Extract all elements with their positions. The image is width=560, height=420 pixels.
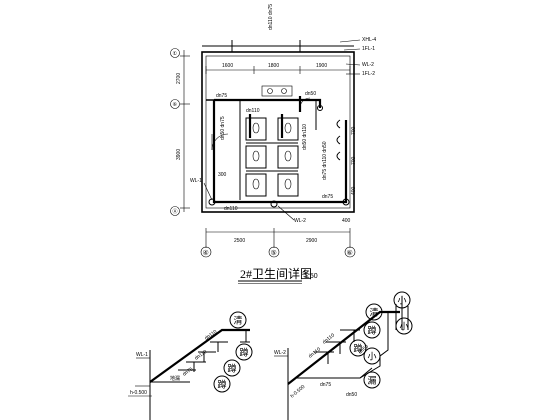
svg-text:dn75: dn75 [320, 382, 331, 388]
fixture-label: 小 [398, 296, 407, 307]
fixture-label: 清 [370, 307, 379, 319]
dim-top-1: 1600 [222, 63, 233, 69]
svg-text:dn110: dn110 [308, 346, 323, 359]
dim-bottom-1: 2500 [234, 238, 245, 244]
fixture-label: 小 [368, 352, 377, 363]
floor-drain-note: 地漏 [170, 375, 180, 382]
axis-label-left: ① [173, 51, 178, 57]
floor-plan: 1600 1800 1900 [190, 4, 357, 224]
svg-text:dn110: dn110 [322, 332, 337, 345]
svg-text:dn50: dn50 [357, 344, 370, 356]
dim-top-3: 1900 [316, 63, 327, 69]
svg-text:dn75: dn75 [182, 366, 195, 377]
dim-inner: 400 [351, 186, 357, 195]
fixture-label: 蹲 [368, 325, 377, 337]
svg-text:dn50 dn110: dn50 dn110 [302, 124, 308, 150]
fixture-label: 蹲 [240, 347, 249, 359]
bottom-dimensions: 2500 2900 ④ ⑤ ⑥ [200, 228, 356, 258]
pipe-tag: 1FL-2 [362, 71, 375, 77]
axis-label-bottom: ⑤ [271, 249, 277, 257]
fixture-label: 清 [234, 315, 243, 327]
svg-text:dn110: dn110 [204, 329, 219, 342]
dim-left-2: 3900 [176, 149, 182, 160]
pipe-size-label: dn50 [305, 91, 316, 97]
axis-label-bottom: ⑥ [347, 249, 353, 257]
pipe-size-label: dn75 [216, 93, 227, 99]
axis-label-left: Ⓐ [173, 208, 178, 215]
fixture-label: 蹲 [354, 343, 363, 355]
pipe-tag: 1FL-1 [362, 46, 375, 52]
outer-wall [201, 51, 355, 213]
fixture-label: 蹲 [228, 363, 237, 375]
axis-label-left: ⑥ [173, 102, 178, 108]
iso-diagram-wl1: WL-1 h-0.500 地漏 dn110 dn110 dn75 清 蹲 蹲 蹲 [128, 311, 253, 420]
pipe-label-wl2: WL-2 [294, 218, 306, 224]
riser-label-wl1: WL-1 [136, 352, 148, 358]
svg-text:dn50: dn50 [346, 392, 357, 398]
dim-inner: 400 [342, 218, 351, 224]
dim-bottom-2: 2900 [306, 238, 317, 244]
svg-text:h-0.500: h-0.500 [289, 384, 306, 400]
pipe-tags: XHL-4 1FL-1 WL-2 1FL-2 [339, 37, 376, 77]
pipe-size-label: dn110 [224, 206, 238, 212]
dim-inner: 300 [218, 172, 227, 178]
fixture-label: 小 [400, 322, 409, 333]
svg-text:dn75 dn110 dn50: dn75 dn110 dn50 [322, 141, 328, 180]
svg-text:dn110 dn75: dn110 dn75 [268, 4, 274, 30]
svg-text:dn110: dn110 [194, 349, 209, 362]
pipe-tag: WL-2 [362, 62, 374, 68]
inner-wall [205, 55, 351, 209]
title-text: 2#卫生间详图 [240, 266, 312, 281]
riser-label-wl2: WL-2 [274, 350, 286, 356]
axis-label-bottom: ④ [203, 249, 209, 257]
waste-pipe-upper [214, 98, 322, 108]
elevation-label: h-0.500 [130, 390, 147, 396]
riser-wl2 [270, 200, 278, 208]
pipe-size-label: dn75 [322, 194, 333, 200]
dim-inner: 700 [351, 156, 357, 165]
dim-left-1: 2700 [176, 73, 182, 84]
pipe-size-label: dn110 [246, 108, 260, 114]
pipe-tag: XHL-4 [362, 37, 376, 43]
riser-wl1 [208, 198, 216, 206]
fixture-label: 漏 [368, 375, 377, 387]
pipe-label-wl1: WL-1 [190, 178, 202, 184]
iso-diagram-wl2: WL-2 h-0.500 dn110 dn110 dn75 dn50 dn50 … [274, 291, 413, 420]
dim-inner: 700 [351, 126, 357, 135]
title-scale: 1:50 [304, 273, 318, 280]
left-dimensions: 2700 3900 ① ⑥ Ⓐ [170, 48, 190, 216]
dim-top-2: 1800 [268, 63, 279, 69]
waste-pipe-main [212, 100, 348, 204]
fixture-label: 蹲 [218, 379, 227, 391]
drawing-title: 2#卫生间详图 1:50 [238, 266, 318, 284]
svg-text:dn50 dn75: dn50 dn75 [220, 116, 226, 140]
